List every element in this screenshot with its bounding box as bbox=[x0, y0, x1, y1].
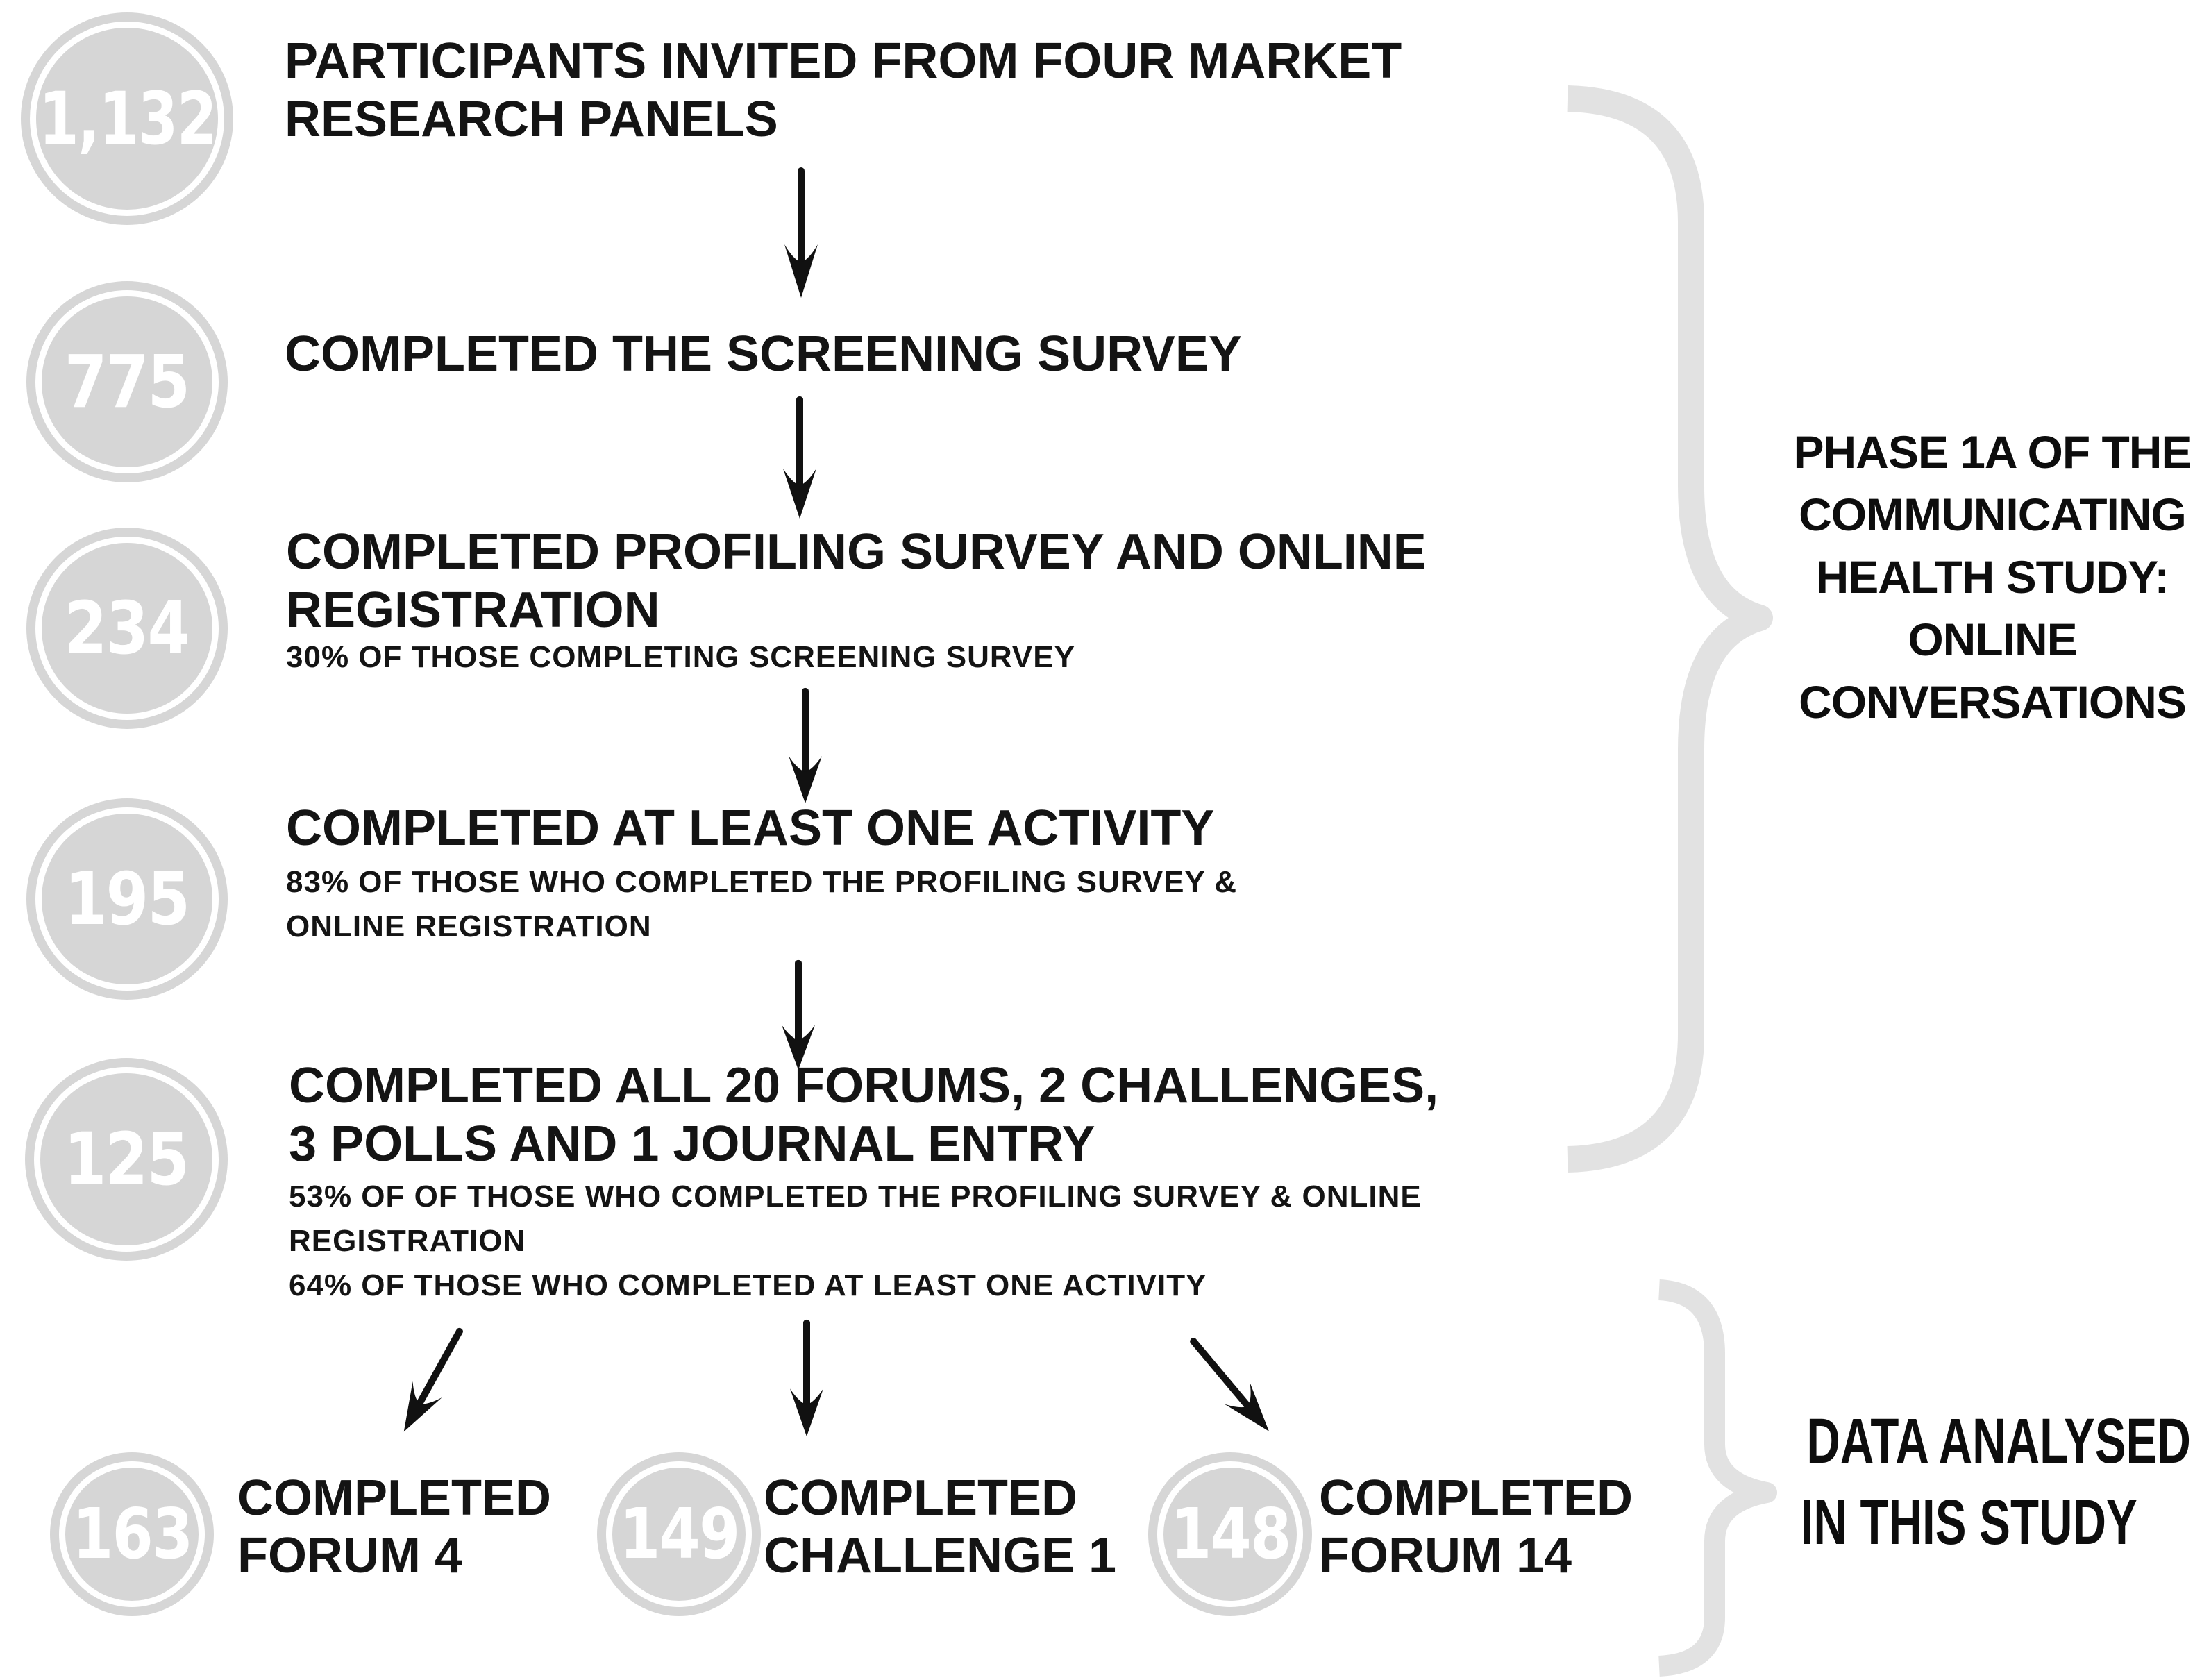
outcome-forum14-label-line-2: FORUM 14 bbox=[1319, 1528, 1572, 1584]
stage-one-activity-note-line-1: 83% OF THOSE WHO COMPLETED THE PROFILING… bbox=[286, 865, 1237, 899]
stage-one-activity-note-line-2: ONLINE REGISTRATION bbox=[286, 909, 652, 943]
flow-arrow-2 bbox=[783, 396, 816, 519]
stage-completed-all-title-line-2: 3 POLLS AND 1 JOURNAL ENTRY bbox=[289, 1116, 1095, 1172]
count-circle-completed-all: 125 bbox=[25, 1058, 228, 1261]
screened-count: 775 bbox=[65, 339, 190, 424]
completed-all-count: 125 bbox=[64, 1117, 190, 1202]
outcome-forum4-label-line-2: FORUM 4 bbox=[237, 1528, 462, 1584]
flow-arrow-1 bbox=[784, 167, 818, 298]
outcome-challenge1-label-line-2: CHALLENGE 1 bbox=[764, 1528, 1117, 1584]
forum14-count: 148 bbox=[1170, 1493, 1291, 1574]
count-circle-one-activity: 195 bbox=[26, 798, 228, 1000]
phase-label-line-1: PHASE 1A OF THE bbox=[1793, 426, 2192, 478]
stage-profiled-title-line-2: REGISTRATION bbox=[286, 582, 660, 638]
outcome-forum14-label-line-1: COMPLETED bbox=[1319, 1470, 1633, 1526]
stage-one-activity-title: COMPLETED AT LEAST ONE ACTIVITY bbox=[286, 800, 1215, 856]
stage-completed-all-note-line-3: 64% OF THOSE WHO COMPLETED AT LEAST ONE … bbox=[289, 1268, 1207, 1302]
stage-profiled-title-line-1: COMPLETED PROFILING SURVEY AND ONLINE bbox=[286, 524, 1427, 580]
stage-invited-title-line-2: RESEARCH PANELS bbox=[285, 92, 778, 147]
phase-label-line-2: COMMUNICATING bbox=[1799, 489, 2187, 540]
challenge1-count: 149 bbox=[619, 1493, 740, 1574]
profiled-count: 234 bbox=[65, 586, 190, 671]
count-circle-forum14: 148 bbox=[1148, 1452, 1312, 1616]
data-analysed-brace bbox=[1658, 1279, 1777, 1677]
stage-completed-all-note-line-2: REGISTRATION bbox=[289, 1224, 526, 1258]
flow-arrow-4 bbox=[782, 959, 815, 1070]
stage-invited-title-line-1: PARTICIPANTS INVITED FROM FOUR MARKET bbox=[285, 33, 1402, 89]
phase-label-line-3: HEALTH STUDY: bbox=[1815, 551, 2170, 603]
branch-arrow-left bbox=[403, 1327, 463, 1432]
phase-label-line-4: ONLINE bbox=[1908, 614, 2077, 665]
one-activity-count: 195 bbox=[65, 857, 190, 941]
count-circle-profiled: 234 bbox=[26, 528, 228, 729]
outcome-challenge1-label-line-1: COMPLETED bbox=[764, 1470, 1078, 1526]
count-circle-screened: 775 bbox=[26, 281, 228, 482]
outcome-forum4-label-line-1: COMPLETED bbox=[237, 1470, 552, 1526]
stage-completed-all-title-line-1: COMPLETED ALL 20 FORUMS, 2 CHALLENGES, bbox=[289, 1058, 1439, 1114]
data-analysed-label-line-2: IN THIS STUDY bbox=[1800, 1487, 2137, 1558]
branch-arrow-middle bbox=[790, 1319, 823, 1437]
forum4-count: 163 bbox=[72, 1493, 193, 1574]
stage-completed-all-note-line-1: 53% OF OF THOSE WHO COMPLETED THE PROFIL… bbox=[289, 1179, 1422, 1213]
phase-label: PHASE 1A OF THE COMMUNICATING HEALTH STU… bbox=[1780, 421, 2202, 733]
count-circle-forum4: 163 bbox=[50, 1452, 214, 1616]
invited-count: 1,132 bbox=[38, 76, 217, 161]
stage-profiled-note: 30% OF THOSE COMPLETING SCREENING SURVEY bbox=[286, 640, 1075, 674]
phase-label-line-5: CONVERSATIONS bbox=[1799, 676, 2187, 728]
phase-brace bbox=[1567, 85, 1773, 1173]
stage-screened-title: COMPLETED THE SCREENING SURVEY bbox=[285, 326, 1242, 382]
flow-arrow-3 bbox=[789, 687, 822, 804]
count-circle-challenge1: 149 bbox=[597, 1452, 761, 1616]
data-analysed-label: DATA ANALYSED IN THIS STUDY bbox=[1735, 1401, 2202, 1563]
branch-arrow-right bbox=[1190, 1338, 1269, 1431]
data-analysed-label-line-1: DATA ANALYSED bbox=[1806, 1406, 2191, 1477]
count-circle-invited: 1,132 bbox=[21, 12, 233, 225]
